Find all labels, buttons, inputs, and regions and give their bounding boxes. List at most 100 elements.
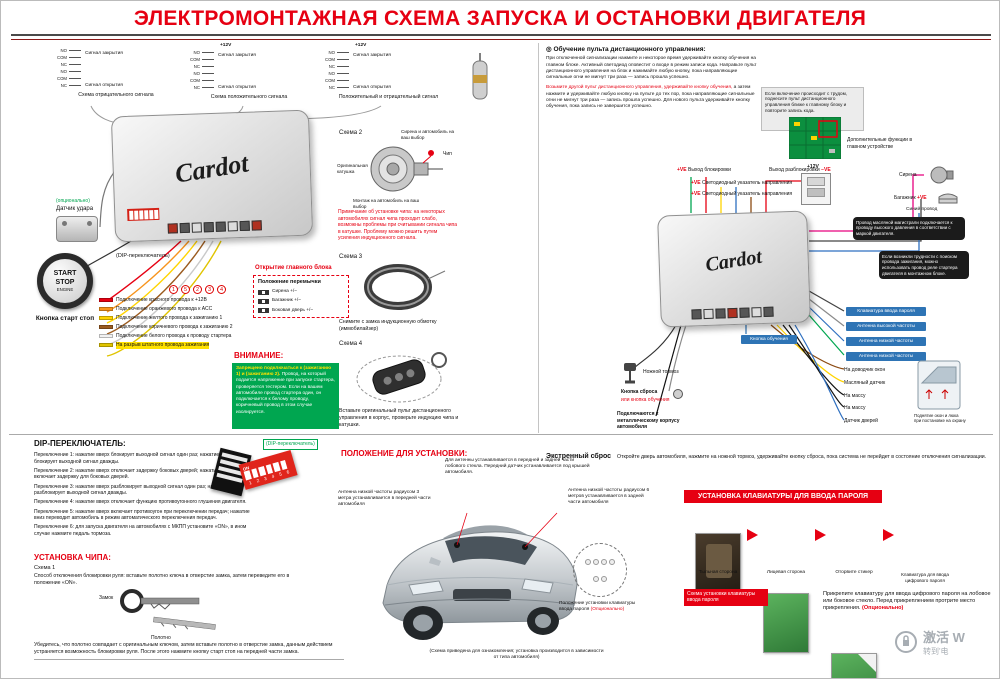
lock-label: Замок [99,595,114,601]
open-block-title: Открытие главного блока [255,265,332,271]
jumper-label: Сирена +/− [272,289,298,295]
column-divider [538,43,539,433]
pin-label: COM [324,57,335,63]
jumper-title: Положение перемычки [258,279,321,285]
bullet-icon: ◎ [546,46,552,53]
oil-line-note: Провод масляной магистрали подключается … [853,217,965,240]
lock-output-label: +VE Выход блокировки [677,167,731,174]
training-paragraph-2-rest: а затем нажмите и удерживайте любую кноп… [546,85,755,110]
window-closer-label: На доводчик окон [844,367,886,373]
engine-label: ENGINE [56,287,74,293]
attention-lead: Запрещено подключаться к (зажиганию 1) и… [236,366,332,378]
jumper-icon [258,298,269,304]
led-turn-text: Светодиодный указатель направления [701,191,793,197]
front-antenna-note: Антенна низкой частоты радиусом 3 метра … [338,490,431,508]
start-stop-button-icon: START STOP ENGINE [37,253,93,309]
yellow-wire-icon [99,316,113,320]
pin-label: NO [60,48,67,53]
pin-wire [69,85,81,86]
title-divider [11,34,991,40]
pin-label: COM [56,55,67,60]
unlock-output-text: Выход разблокировки [769,167,820,173]
or-learn-label: или кнопка обучения [621,397,670,403]
training-title: Обучение пульта дистанционного управлени… [553,46,706,53]
stop-label: STOP [55,279,75,287]
connector-caption: Схема отрицательного сигнала [78,92,154,98]
scheme3-label: Схема 3 [339,254,363,260]
training-paragraph-2: Возьмите другой пульт дистанционного упр… [546,85,758,110]
plus-ve: +VE [691,191,701,197]
connector-pins: NO COM NC NO COM NC Сигнал закрытия Сигн… [53,47,179,89]
chip-install-note: Примечание об установке чипа: на некотор… [338,209,458,241]
pin-wire [337,66,349,68]
v12-label: +12V [220,43,232,48]
lock-output-text: Выход блокировки [687,167,731,173]
connector-pins: NO COM NC NO COM NC Сигнал закрытия Сигн… [321,49,456,91]
rear-antenna-note: Антенна низкой частоты радиусом 6 метров… [568,488,650,506]
shock-sensor-label: Датчик удара [56,206,94,212]
reset-button-label: Кнопка сброса [621,389,658,395]
emergency-title: Экстренный сброс [546,453,612,460]
jumper-row: Багажник +/− [258,298,344,304]
learn-button-label: Кнопка обучения [741,335,797,344]
connector-caption: Схема положительного сигнала [210,94,288,101]
v12-label: +12V [355,43,367,48]
jumper-label: Багажник +/− [272,298,302,304]
dip-item: Переключение 2: нажатие вверх отключает … [34,467,231,481]
pin-label: COM [324,78,335,84]
blue-wire-label: Синий провод [906,207,938,212]
open-signal-label: Сигнал открытия [218,85,256,90]
position-top-note: Для антенны устанавливается в передней и… [445,458,590,476]
pin-label: COM [189,57,200,63]
relay-box-icon [801,173,831,205]
attention-title: ВНИМАНИЕ: [234,351,284,360]
connector-caption: Положительный и отрицательный сигнал [338,94,439,101]
pin-wire [69,78,81,79]
dip-photo-caption: (DIP-переключатель) [263,439,318,450]
dip-switch-caption: (DIP-переключатель) [116,253,170,259]
jumper-position-box: Положение перемычки Сирена +/− Багажник … [253,275,349,318]
keypad-install-optional: (Опционально) [862,605,904,612]
dip-item: Переключение 5: нажатие вверх включает п… [34,508,250,522]
antenna-hf-label: Антенна высокой частоты [846,322,926,331]
door-sensor-label: Датчик дверей [844,418,878,424]
highlight-wire-icon [99,343,113,347]
keypad-sticker-caption: Оторвите стикер [835,570,873,575]
led-turn-text: Светодиодный указатель направления [701,180,793,186]
pin-label: NC [328,64,335,70]
coil-label: Оригинальная катушка [337,163,368,174]
pin-wire [337,73,349,75]
trunk-text: Багажник [894,195,916,201]
keypad-position-note: Положение установки клавиатуры ввода пар… [559,601,641,613]
training-paragraph-2-lead: Возьмите другой пульт дистанционного упр… [546,85,733,91]
close-signal-label: Сигнал закрытия [353,53,391,59]
remote-training-block: ◎ Обучение пульта дистанционного управле… [546,46,758,110]
emergency-reset-row: Экстренный сброс Откройте дверь автомоби… [546,452,996,461]
window-door-icon [916,359,962,416]
keypad-scheme-label: Схема установки клавиатуры ввода пароля [684,589,768,606]
pin-wire [337,52,349,54]
pin-wire [202,59,214,61]
key-icon [116,585,244,642]
body-ground-label: Подключаются к металлическому корпусу ав… [617,411,680,430]
pin-wire [202,80,214,82]
wire-number: 5 [181,285,190,294]
pin-label: COM [189,78,200,84]
chip-label: Чип [443,151,452,157]
scheme3-text: Снимите с замка индукционную обмотку (им… [339,319,437,332]
keypad-front-caption: Лицевая сторона [766,570,806,575]
watermark-icon [895,631,917,653]
position-section-title: ПОЛОЖЕНИЕ ДЛЯ УСТАНОВКИ: [341,449,468,458]
chip-line1: Способ отключения блокировки руля: встав… [34,573,290,586]
wire-number: 2 [193,285,202,294]
led-turn-label-1: +VE Светодиодный указатель направления [691,180,792,187]
dip-section-title: DIP-ПЕРЕКЛЮЧАТЕЛЬ: [34,439,126,448]
keypad-position-text: Положение установки клавиатуры ввода пар… [559,601,636,613]
training-paragraph-1: При отключенной сигнализации нажмите и н… [546,56,757,81]
wire-text: Подключение белого провода к проводу ста… [116,333,232,339]
blade-label: Полотно [151,635,171,641]
wire-text: Подключение коричневого провода к зажига… [116,324,233,330]
connector-pins: NO COM NC NO COM NC Сигнал закрытия Сигн… [186,49,312,91]
scheme2-bottom-note: Монтаж на автомобиль на ваш выбор [353,198,420,209]
